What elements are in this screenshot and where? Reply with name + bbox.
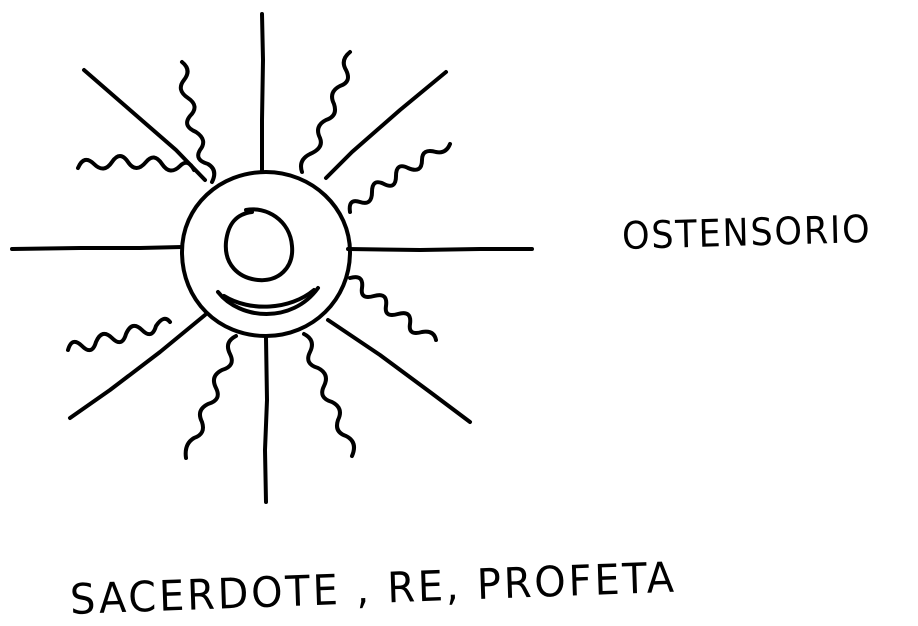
wavy-rays <box>68 52 450 458</box>
wavy-ray-lower-right-1 <box>350 277 436 340</box>
wavy-ray-upper-right-1 <box>301 52 350 172</box>
straight-ray-lower-right <box>328 320 470 422</box>
straight-ray-left <box>12 247 182 249</box>
straight-rays <box>12 14 532 502</box>
wavy-ray-lower-left-2 <box>186 336 236 458</box>
monstrance-center <box>182 172 350 336</box>
wavy-ray-lower-right-2 <box>304 334 354 456</box>
wavy-ray-upper-left-2 <box>78 156 194 171</box>
straight-ray-right <box>348 249 532 250</box>
outer-circle <box>182 172 350 336</box>
wavy-ray-upper-right-2 <box>350 144 450 212</box>
ostensorio-label: OSTENSORIO <box>621 207 872 258</box>
straight-ray-lower-left <box>70 315 205 418</box>
straight-ray-upper-right <box>326 72 446 178</box>
host-circle <box>226 209 292 280</box>
straight-ray-up <box>262 14 263 172</box>
straight-ray-down <box>265 338 267 502</box>
wavy-ray-lower-left-1 <box>68 319 170 350</box>
